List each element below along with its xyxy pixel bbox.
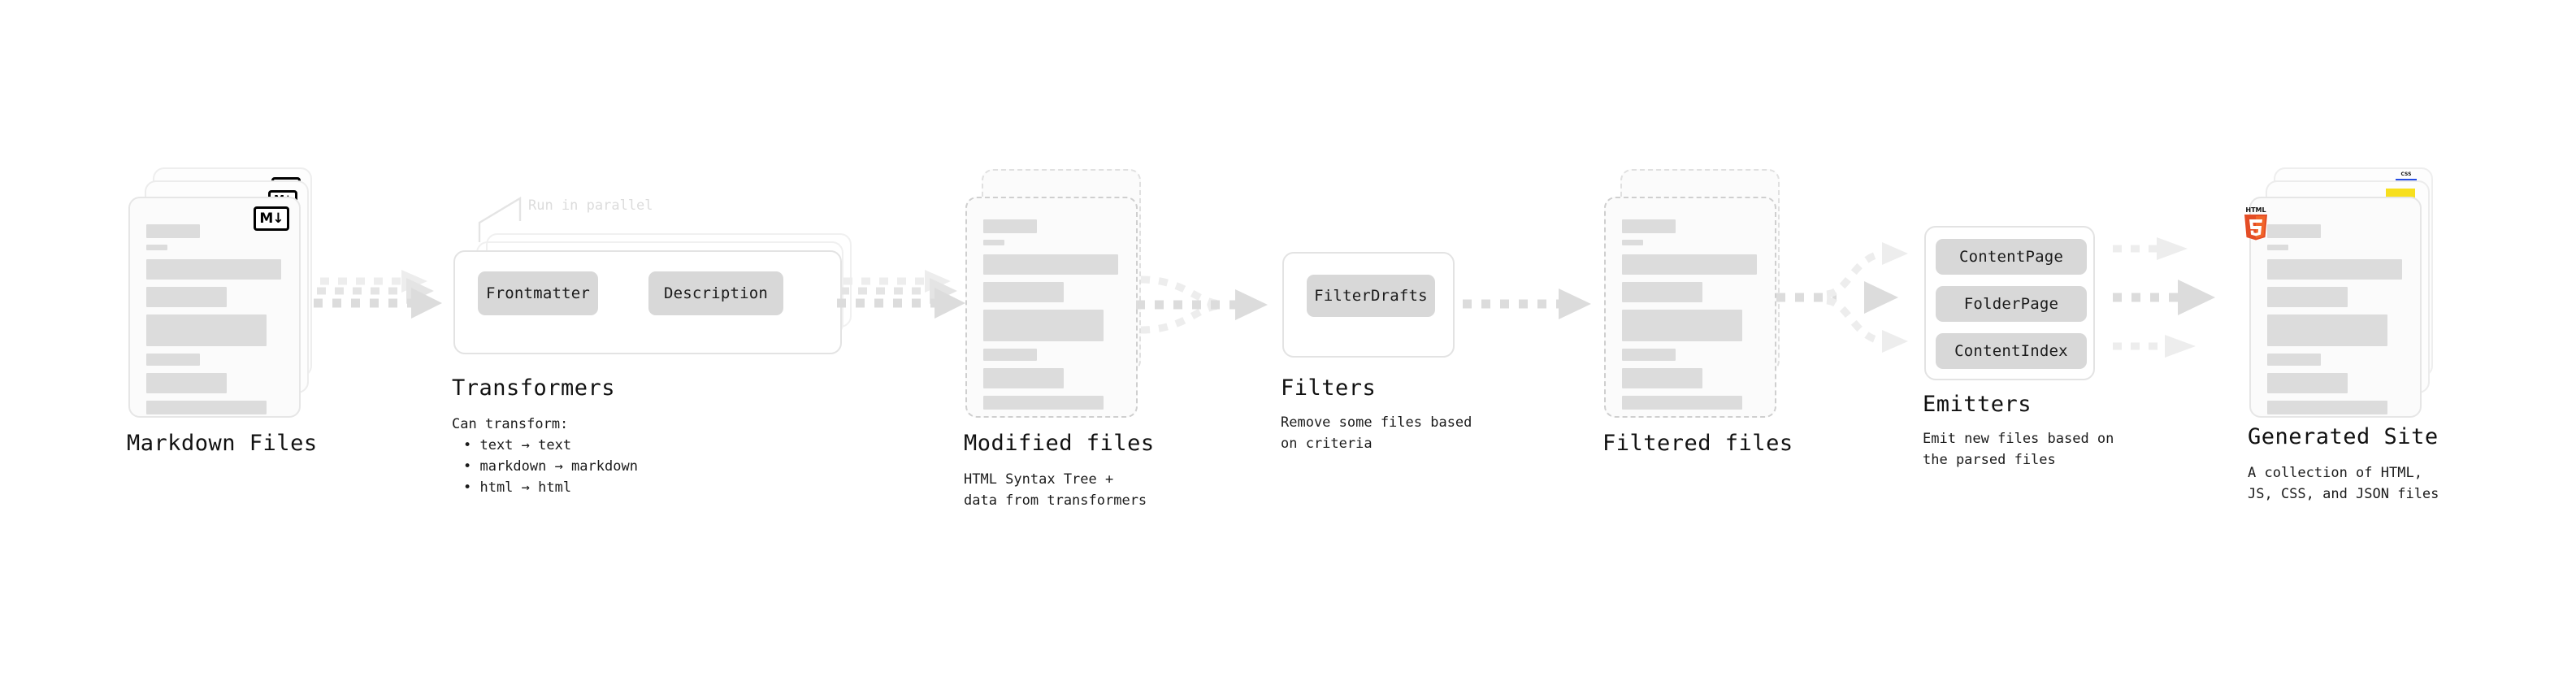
markdown-icon: M↓	[254, 206, 289, 231]
filters-description-0: Remove some files based	[1281, 414, 1472, 431]
arrow-filtered-to-emitters	[1776, 242, 1908, 353]
markdown-files-title: Markdown Files	[127, 431, 318, 456]
generated-site-title: Generated Site	[2248, 424, 2439, 449]
content-bar	[1622, 310, 1742, 341]
emitters-description-0: Emit new files based on	[1923, 431, 2114, 447]
emitter-chip-folderpage[interactable]: FolderPage	[1936, 286, 2087, 322]
content-bar	[1622, 240, 1643, 245]
emitter-chip-contentpage[interactable]: ContentPage	[1936, 239, 2087, 275]
markdown-file-card-front: M↓	[128, 197, 301, 418]
content-bar	[146, 224, 200, 238]
content-bar	[2267, 314, 2387, 346]
emitters-box: ContentPage FolderPage ContentIndex	[1924, 226, 2095, 380]
content-bar	[146, 287, 227, 307]
file-content-placeholder	[2267, 224, 2405, 421]
content-bar	[983, 240, 1004, 245]
transformers-description-item-1: • markdown → markdown	[463, 458, 638, 475]
filter-chip-filterdrafts[interactable]: FilterDrafts	[1307, 275, 1435, 317]
content-bar	[146, 259, 281, 280]
content-bar	[146, 314, 267, 346]
filters-title: Filters	[1281, 375, 1377, 401]
content-bar	[2267, 224, 2321, 238]
content-bar	[146, 373, 227, 393]
filters-box: FilterDrafts	[1282, 252, 1455, 358]
transformer-chip-frontmatter[interactable]: Frontmatter	[478, 271, 598, 315]
css-label: CSS	[2400, 171, 2412, 177]
content-bar	[2267, 259, 2402, 280]
svg-text:HTML: HTML	[2245, 206, 2266, 214]
modified-files-description-0: HTML Syntax Tree +	[964, 471, 1114, 488]
content-bar	[1622, 282, 1702, 302]
content-bar	[146, 401, 267, 414]
filtered-files-title: Filtered files	[1602, 431, 1793, 456]
transformers-description-item-0: • text → text	[463, 437, 572, 453]
modified-files-description-1: data from transformers	[964, 492, 1147, 509]
content-bar	[1622, 219, 1676, 233]
run-in-parallel-label: Run in parallel	[528, 197, 653, 214]
content-bar	[983, 310, 1104, 341]
content-bar	[983, 396, 1104, 410]
transformers-title: Transformers	[452, 375, 616, 401]
file-content-placeholder	[1622, 219, 1760, 416]
content-bar	[1622, 368, 1702, 388]
content-bar	[146, 354, 200, 366]
transformers-box: Frontmatter Description	[453, 250, 842, 354]
filters-description-1: on criteria	[1281, 436, 1373, 452]
content-bar	[1622, 349, 1676, 361]
modified-files-title: Modified files	[964, 431, 1155, 456]
emitters-title: Emitters	[1923, 392, 2032, 417]
content-bar	[983, 219, 1037, 233]
content-bar	[2267, 354, 2321, 366]
content-bar	[983, 254, 1118, 275]
run-in-parallel-bracket	[478, 196, 522, 242]
arrow-transformers-to-modified	[837, 270, 965, 319]
content-bar	[2267, 401, 2387, 414]
arrow-markdown-to-transformers	[314, 270, 442, 319]
site-file-card-html: HTML	[2244, 197, 2422, 421]
content-bar	[2267, 287, 2348, 307]
arrow-filters-to-filtered	[1463, 288, 1591, 319]
transformer-chip-description[interactable]: Description	[648, 271, 783, 315]
transformers-description-intro: Can transform:	[452, 416, 569, 432]
emitters-description-1: the parsed files	[1923, 452, 2056, 468]
arrow-emitters-to-site	[2113, 237, 2215, 358]
generated-site-description-1: JS, CSS, and JSON files	[2248, 486, 2439, 502]
content-bar	[1622, 396, 1742, 410]
file-content-placeholder	[983, 219, 1121, 416]
content-bar	[146, 245, 167, 250]
transformers-description-item-2: • html → html	[463, 479, 572, 496]
modified-file-card-front	[965, 197, 1138, 418]
content-bar	[1622, 254, 1757, 275]
file-content-placeholder	[146, 224, 284, 421]
content-bar	[2267, 245, 2288, 250]
generated-site-description-0: A collection of HTML,	[2248, 465, 2422, 481]
content-bar	[983, 349, 1037, 361]
content-bar	[983, 282, 1064, 302]
content-bar	[983, 368, 1064, 388]
content-bar	[2267, 373, 2348, 393]
filtered-file-card-front	[1604, 197, 1776, 418]
html5-icon: HTML	[2241, 205, 2270, 241]
arrow-modified-to-filters	[1136, 275, 1268, 334]
emitter-chip-contentindex[interactable]: ContentIndex	[1936, 333, 2087, 369]
